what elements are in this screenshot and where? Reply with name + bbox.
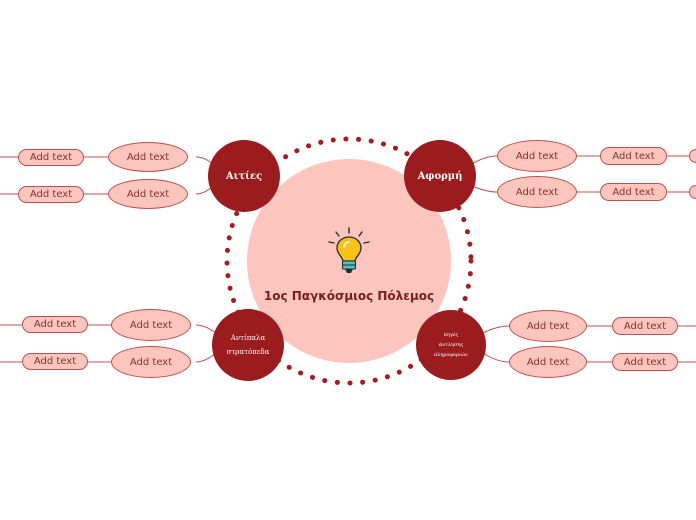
lightbulb-icon bbox=[328, 227, 370, 273]
subtopic-trigger-2[interactable]: Add text bbox=[497, 176, 577, 208]
topic-sources-label-line1: πηγές bbox=[443, 332, 459, 338]
topic-camps-label-line2: στρατόπεδα bbox=[226, 348, 270, 356]
child-label: Add text bbox=[612, 150, 655, 162]
dotted-ring bbox=[224, 136, 474, 386]
topic-camps-label-line1: Αντίπαλα bbox=[230, 334, 266, 342]
connector-sources-sub2 bbox=[482, 352, 510, 363]
subtopic-label: Add text bbox=[515, 186, 559, 198]
child-label: Add text bbox=[29, 189, 73, 200]
subtopic-camps-1[interactable]: Add text bbox=[111, 309, 191, 341]
connector-sources-sub1 bbox=[482, 325, 510, 334]
child-trigger-2[interactable]: Add text bbox=[600, 183, 667, 201]
child-label: Add text bbox=[29, 152, 73, 163]
subtopic-trigger-1[interactable]: Add text bbox=[497, 140, 577, 172]
child-label: Add text bbox=[33, 356, 77, 367]
child-label: Add text bbox=[612, 186, 655, 198]
topic-sources-label-line2: άντλησης bbox=[438, 342, 464, 348]
subtopic-label: Add text bbox=[129, 319, 173, 331]
collapsed-node-trigger-2[interactable] bbox=[689, 185, 696, 199]
child-camps-1[interactable]: Add text bbox=[22, 316, 88, 333]
child-trigger-1[interactable]: Add text bbox=[600, 147, 667, 165]
subtopic-label: Add text bbox=[129, 356, 173, 368]
subtopic-label: Add text bbox=[515, 150, 559, 162]
child-label: Add text bbox=[623, 320, 667, 332]
topic-sources-label-line3: πληροφοριών bbox=[434, 352, 468, 358]
child-label: Add text bbox=[33, 319, 77, 330]
topic-sources[interactable]: πηγές άντλησης πληροφοριών bbox=[416, 310, 486, 380]
child-sources-2[interactable]: Add text bbox=[612, 353, 678, 371]
connector-camps-sub1 bbox=[195, 324, 217, 334]
subtopic-sources-2[interactable]: Add text bbox=[509, 346, 587, 378]
subtopic-label: Add text bbox=[126, 188, 170, 200]
subtopic-causes-1[interactable]: Add text bbox=[108, 142, 188, 172]
topic-trigger-label: Αφορμή bbox=[417, 170, 463, 182]
subtopic-sources-1[interactable]: Add text bbox=[509, 310, 587, 342]
child-sources-1[interactable]: Add text bbox=[612, 317, 678, 335]
topic-opposing-camps[interactable]: Αντίπαλα στρατόπεδα bbox=[212, 309, 284, 381]
subtopic-causes-2[interactable]: Add text bbox=[108, 179, 188, 209]
child-causes-1[interactable]: Add text bbox=[18, 149, 84, 166]
child-label: Add text bbox=[623, 356, 667, 368]
child-camps-2[interactable]: Add text bbox=[22, 353, 88, 370]
subtopic-label: Add text bbox=[126, 151, 170, 163]
collapsed-node-trigger-1[interactable] bbox=[689, 149, 696, 163]
central-topic-title: 1ος Παγκόσμιος Πόλεμος bbox=[263, 289, 435, 303]
topic-causes-label: Αιτίες bbox=[225, 170, 263, 182]
subtopic-camps-2[interactable]: Add text bbox=[111, 346, 191, 378]
topic-causes[interactable]: Αιτίες bbox=[208, 140, 280, 212]
subtopic-label: Add text bbox=[526, 320, 570, 332]
subtopic-label: Add text bbox=[526, 356, 570, 368]
child-causes-2[interactable]: Add text bbox=[18, 186, 84, 203]
topic-trigger[interactable]: Αφορμή bbox=[404, 140, 476, 212]
